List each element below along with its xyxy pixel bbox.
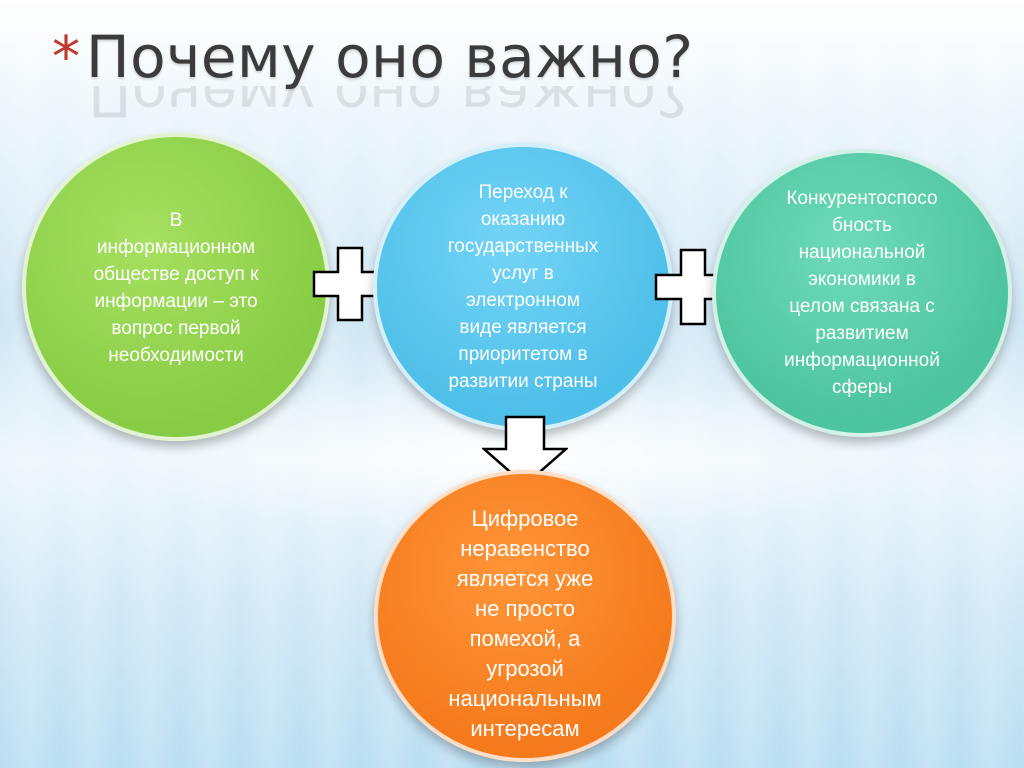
plus-icon (654, 248, 732, 326)
circle-competitiveness-text: Конкурентоспосо бность национальной экон… (784, 188, 940, 398)
down-arrow-icon (482, 415, 568, 487)
title-bullet: * (52, 25, 80, 90)
circle-e-government: Переход к оказанию государственных услуг… (373, 143, 673, 431)
title-reflection: Почему оно важно? (88, 86, 688, 124)
circle-competitiveness: Конкурентоспосо бность национальной экон… (712, 149, 1012, 437)
circle-information-access: В информационном обществе доступ к инфор… (22, 133, 330, 441)
circle-digital-inequality: Цифровое неравенство является уже не про… (374, 470, 676, 762)
circle-information-access-text: В информационном обществе доступ к инфор… (93, 210, 259, 366)
circle-digital-inequality-text: Цифровое неравенство является уже не про… (448, 506, 602, 741)
circle-e-government-text: Переход к оказанию государственных услуг… (447, 182, 599, 392)
plus-icon (312, 246, 388, 322)
slide-title: * Почему оно важно? (52, 28, 694, 108)
title-text: Почему оно важно? (86, 23, 694, 91)
